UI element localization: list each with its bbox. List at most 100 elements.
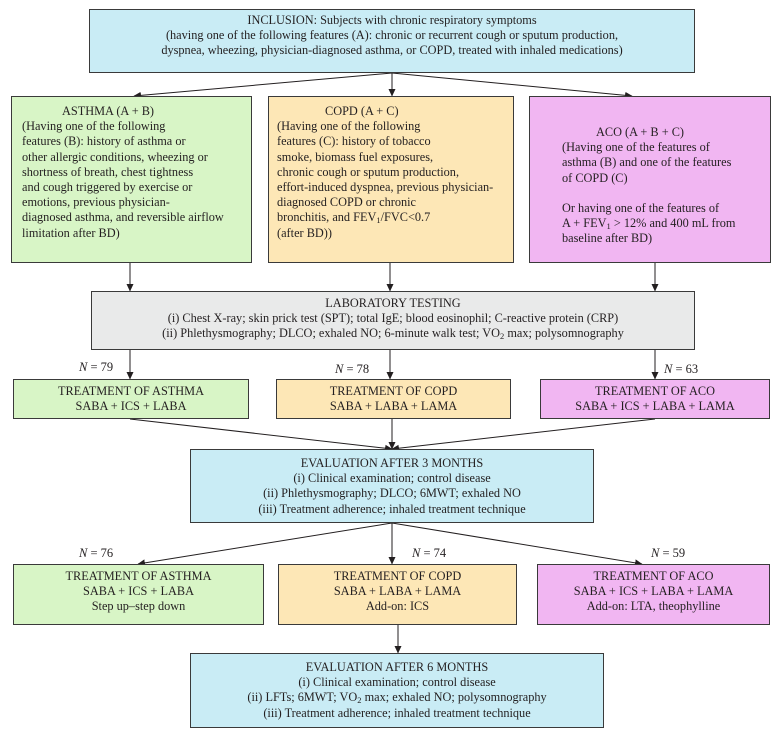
- n-value: = 59: [662, 546, 686, 560]
- arrow-treat-aco-eval3: [391, 418, 656, 452]
- copd-title: COPD (A + C): [325, 104, 399, 118]
- arrow-eval3-treat2-aco: [391, 522, 643, 567]
- treatment-copd-box: TREATMENT OF COPD SABA + LABA + LAMA: [276, 379, 511, 419]
- aco-line: baseline after BD): [562, 231, 653, 246]
- treatment-aco-box-2: TREATMENT OF ACO SABA + ICS + LABA + LAM…: [537, 564, 770, 625]
- treatment-title: TREATMENT OF ASTHMA: [65, 569, 212, 583]
- treatment-adjustment: Step up–step down: [91, 599, 186, 614]
- copd-box: COPD (A + C) (Having one of the followin…: [268, 96, 514, 263]
- evaluation-title: EVALUATION AFTER 3 MONTHS: [300, 456, 484, 470]
- copd-ratio-sub: 1: [376, 215, 381, 226]
- evaluation-line: (i) Clinical examination; control diseas…: [293, 471, 491, 486]
- copd-line: diagnosed COPD or chronic: [277, 195, 417, 210]
- treatment-title: TREATMENT OF COPD: [333, 569, 462, 583]
- n-symbol: N: [664, 362, 673, 376]
- copd-ratio-suffix: /FVC<0.7: [380, 210, 431, 225]
- evaluation-title: EVALUATION AFTER 6 MONTHS: [305, 660, 489, 674]
- aco-line: of COPD (C): [562, 170, 628, 185]
- asthma-box: ASTHMA (A + B) (Having one of the follow…: [11, 96, 252, 263]
- n-symbol: N: [79, 360, 88, 374]
- treatment-regimen: SABA + ICS + LABA + LAMA: [573, 584, 734, 599]
- lab-line-2-sub: 2: [500, 331, 505, 342]
- aco-fev-line: A + FEV1 > 12% and 400 mL from: [562, 216, 762, 231]
- copd-line: (Having one of the following: [277, 119, 421, 134]
- evaluation-line-2-sub: 2: [357, 695, 362, 706]
- aco-spacer: [562, 186, 762, 201]
- evaluation-line: (iii) Treatment adherence; inhaled treat…: [263, 705, 531, 720]
- n-label-asthma-2: N = 76: [79, 546, 113, 561]
- aco-fev-prefix: A + FEV: [562, 216, 607, 231]
- treatment-adjustment: Add-on: LTA, theophylline: [586, 599, 721, 614]
- n-symbol: N: [79, 546, 88, 560]
- evaluation-line-2-a: (ii) LFTs; 6MWT; VO: [247, 690, 358, 705]
- evaluation-line: (iii) Treatment adherence; inhaled treat…: [258, 501, 526, 516]
- arrow-treat-asthma-eval3: [129, 418, 393, 452]
- treatment-regimen: SABA + ICS + LABA + LAMA: [575, 399, 735, 414]
- treatment-regimen: SABA + ICS + LABA: [75, 399, 187, 414]
- inclusion-line: dyspnea, wheezing, physician-diagnosed a…: [161, 43, 623, 58]
- treatment-title: TREATMENT OF COPD: [329, 384, 458, 398]
- lab-line-2-a: (ii) Phlethysmography; DLCO; exhaled NO;…: [162, 326, 501, 341]
- aco-title: ACO (A + B + C): [596, 125, 684, 139]
- copd-line: chronic cough or sputum production,: [277, 164, 460, 179]
- arrow-inclusion-asthma: [133, 72, 393, 99]
- asthma-line: shortness of breath, chest tightness: [22, 164, 194, 179]
- copd-line: (after BD)): [277, 225, 332, 240]
- asthma-line: and cough triggered by exercise or: [22, 180, 193, 195]
- treatment-aco-box: TREATMENT OF ACO SABA + ICS + LABA + LAM…: [540, 379, 770, 419]
- evaluation-6-months-box: EVALUATION AFTER 6 MONTHS (i) Clinical e…: [190, 653, 604, 728]
- n-label-copd-1: N = 78: [335, 362, 369, 377]
- lab-box: LABORATORY TESTING (i) Chest X-ray; skin…: [91, 291, 695, 350]
- n-value: = 79: [90, 360, 114, 374]
- evaluation-3-months-box: EVALUATION AFTER 3 MONTHS (i) Clinical e…: [190, 449, 594, 523]
- n-label-aco-2: N = 59: [651, 546, 685, 561]
- treatment-regimen: SABA + ICS + LABA: [83, 584, 194, 599]
- treatment-asthma-box: TREATMENT OF ASTHMA SABA + ICS + LABA: [13, 379, 249, 419]
- asthma-line: limitation after BD): [22, 225, 120, 240]
- n-value: = 78: [346, 362, 370, 376]
- evaluation-line-2: (ii) LFTs; 6MWT; VO2 max; exhaled NO; po…: [191, 690, 603, 705]
- aco-fev-suffix: > 12% and 400 mL from: [610, 216, 736, 231]
- treatment-title: TREATMENT OF ACO: [593, 569, 714, 583]
- lab-line-2: (ii) Phlethysmography; DLCO; exhaled NO;…: [92, 326, 694, 341]
- copd-line: features (C): history of tobacco: [277, 134, 431, 149]
- evaluation-line-2-b: max; exhaled NO; polysomnography: [361, 690, 547, 705]
- copd-ratio-prefix: bronchitis, and FEV: [277, 210, 377, 225]
- n-label-aco-1: N = 63: [664, 362, 698, 377]
- copd-ratio-line: bronchitis, and FEV1/FVC<0.7: [277, 210, 505, 225]
- copd-line: smoke, biomass fuel exposures,: [277, 149, 434, 164]
- treatment-asthma-box-2: TREATMENT OF ASTHMA SABA + ICS + LABA St…: [13, 564, 264, 625]
- aco-line: (Having one of the features of: [562, 140, 710, 155]
- lab-line-2-b: max; polysomnography: [504, 326, 624, 341]
- aco-fev-sub: 1: [606, 221, 611, 232]
- evaluation-line: (ii) Phlethysmography; DLCO; 6MWT; exhal…: [263, 486, 521, 501]
- inclusion-title: INCLUSION: Subjects with chronic respira…: [247, 13, 537, 27]
- asthma-line: features (B): history of asthma or: [22, 134, 186, 149]
- arrow-inclusion-aco: [391, 72, 633, 99]
- treatment-title: TREATMENT OF ASTHMA: [58, 384, 204, 398]
- copd-line: effort-induced dyspnea, previous physici…: [277, 180, 494, 195]
- evaluation-line: (i) Clinical examination; control diseas…: [298, 675, 496, 690]
- asthma-line: (Having one of the following: [22, 119, 166, 134]
- treatment-regimen: SABA + LABA + LAMA: [333, 584, 462, 599]
- asthma-line: emotions, previous physician-: [22, 195, 170, 210]
- n-value: = 76: [90, 546, 114, 560]
- n-symbol: N: [651, 546, 660, 560]
- n-label-copd-2: N = 74: [412, 546, 446, 561]
- asthma-line: other allergic conditions, wheezing or: [22, 149, 208, 164]
- aco-line: asthma (B) and one of the features: [562, 155, 732, 170]
- treatment-title: TREATMENT OF ACO: [594, 384, 716, 398]
- aco-line: Or having one of the features of: [562, 200, 720, 215]
- treatment-adjustment: Add-on: ICS: [365, 599, 430, 614]
- inclusion-line: (having one of the following features (A…: [165, 28, 619, 43]
- aco-box: ACO (A + B + C) (Having one of the featu…: [529, 96, 771, 263]
- arrow-eval3-treat2-asthma: [137, 522, 393, 567]
- n-symbol: N: [412, 546, 421, 560]
- treatment-copd-box-2: TREATMENT OF COPD SABA + LABA + LAMA Add…: [278, 564, 517, 625]
- n-value: = 63: [675, 362, 699, 376]
- asthma-line: diagnosed asthma, and reversible airflow: [22, 210, 224, 225]
- lab-title: LABORATORY TESTING: [325, 296, 461, 310]
- n-label-asthma-1: N = 79: [79, 360, 113, 375]
- treatment-regimen: SABA + LABA + LAMA: [329, 399, 458, 414]
